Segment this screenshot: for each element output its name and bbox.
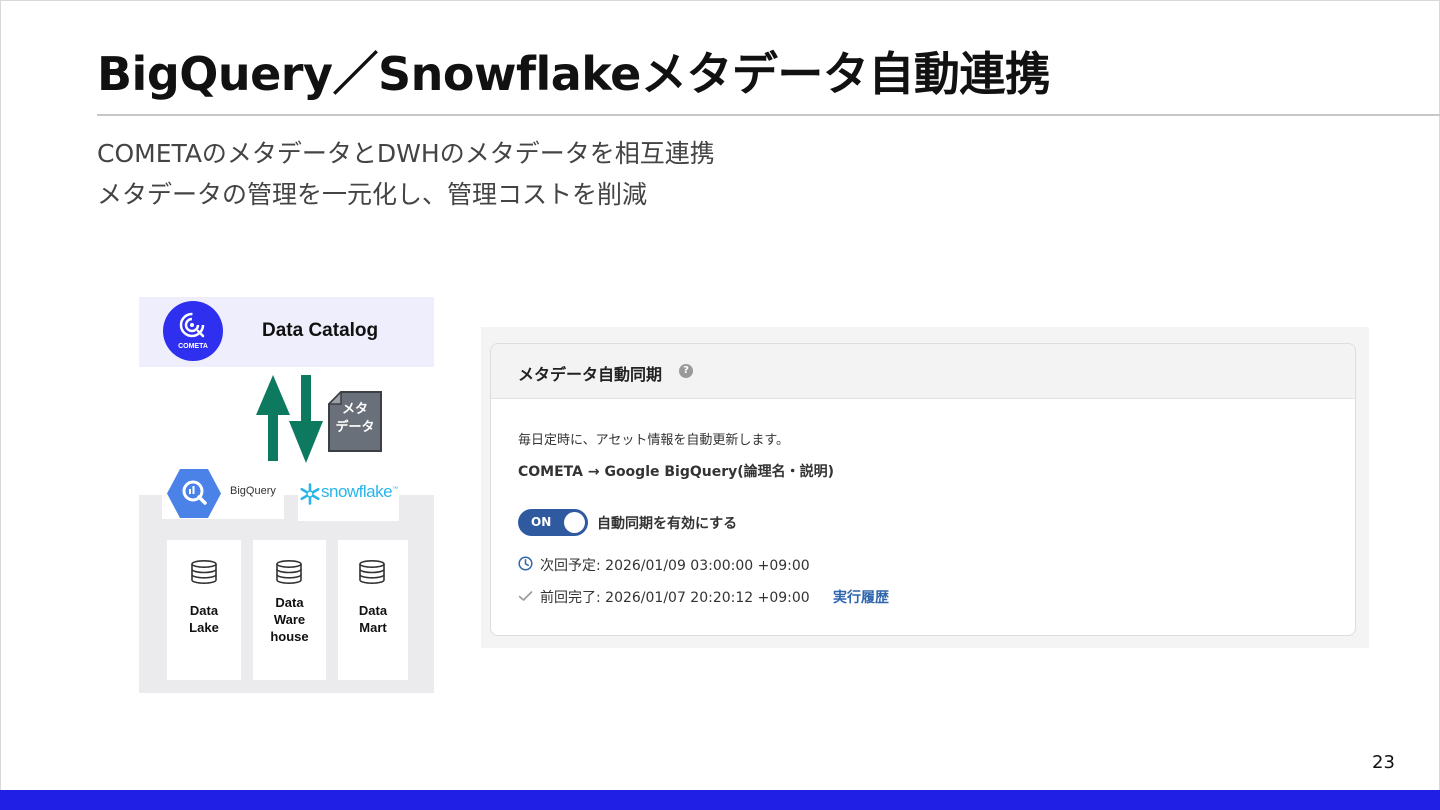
subtitle-line-2: メタデータの管理を一元化し、管理コストを削減 <box>97 180 648 209</box>
metadata-document-line-2: データ <box>335 420 375 435</box>
last-completed-run: 前回完了: 2026/01/07 20:20:12 +09:00 <box>540 590 810 606</box>
arrow-down-icon <box>289 375 323 463</box>
slide-title: BigQuery／Snowflakeメタデータ自動連携 <box>97 47 1051 101</box>
database-icon <box>359 560 385 584</box>
data-catalog-label: Data Catalog <box>262 320 379 341</box>
data-warehouse-label: Data Ware house <box>253 594 326 645</box>
toggle-knob <box>564 512 585 533</box>
title-divider <box>97 114 1440 116</box>
metadata-document-line-1: メタ <box>341 402 368 417</box>
cometa-logo-icon <box>179 312 205 338</box>
page-number: 23 <box>1372 752 1395 773</box>
data-mart-label-line-2: Mart <box>359 620 387 635</box>
settings-card-header: メタデータ自動同期 ? <box>491 344 1355 399</box>
snowflake-label: snowflake™ <box>321 482 398 502</box>
toggle-state-text: ON <box>531 515 552 529</box>
data-mart-label: Data Mart <box>338 602 408 636</box>
bigquery-card: BigQuery <box>162 468 284 519</box>
database-icon <box>276 560 302 584</box>
data-lake-label-line-2: Lake <box>189 620 219 635</box>
snowflake-label-text: snowflake <box>321 482 393 501</box>
data-mart-label-line-1: Data <box>358 603 388 618</box>
data-mart-card: Data Mart <box>338 540 408 680</box>
execution-history-link[interactable]: 実行履歴 <box>833 590 889 606</box>
cometa-logo: COMETA <box>163 301 223 361</box>
subtitle-line-1: COMETAのメタデータとDWHのメタデータを相互連携 <box>97 139 715 168</box>
database-icon <box>191 560 217 584</box>
clock-icon <box>518 556 533 571</box>
snowflake-icon <box>300 483 320 505</box>
data-lake-label-line-1: Data <box>189 603 219 618</box>
auto-sync-toggle[interactable]: ON <box>518 509 588 536</box>
help-icon[interactable]: ? <box>679 364 693 378</box>
data-warehouse-label-line-2: Ware <box>273 612 306 627</box>
metadata-document-icon <box>328 391 382 452</box>
snowflake-trademark: ™ <box>392 486 398 493</box>
bottom-accent-bar <box>0 790 1440 810</box>
data-warehouse-card: Data Ware house <box>253 540 326 680</box>
check-icon <box>518 591 533 601</box>
data-lake-label: Data Lake <box>167 602 241 636</box>
data-warehouse-label-line-1: Data <box>275 595 304 610</box>
sync-description: 毎日定時に、アセット情報を自動更新します。 <box>518 433 790 448</box>
cometa-logo-text: COMETA <box>178 343 208 350</box>
data-lake-card: Data Lake <box>167 540 241 680</box>
settings-card-title: メタデータ自動同期 <box>518 365 663 384</box>
data-catalog-box: COMETA Data Catalog <box>139 297 434 367</box>
bigquery-label: BigQuery <box>230 485 276 497</box>
auto-sync-toggle-label: 自動同期を有効にする <box>597 516 738 532</box>
data-warehouse-label-line-3: house <box>270 629 309 644</box>
next-scheduled-run: 次回予定: 2026/01/09 03:00:00 +09:00 <box>540 558 810 574</box>
arrow-up-icon <box>256 375 290 461</box>
snowflake-card: snowflake™ <box>298 478 399 521</box>
bigquery-icon <box>167 469 221 518</box>
metadata-document-label: メタ データ <box>328 401 382 437</box>
metadata-sync-settings-card: メタデータ自動同期 ? 毎日定時に、アセット情報を自動更新します。 COMETA… <box>490 343 1356 636</box>
sync-target: COMETA → Google BigQuery(論理名・説明) <box>518 464 835 480</box>
